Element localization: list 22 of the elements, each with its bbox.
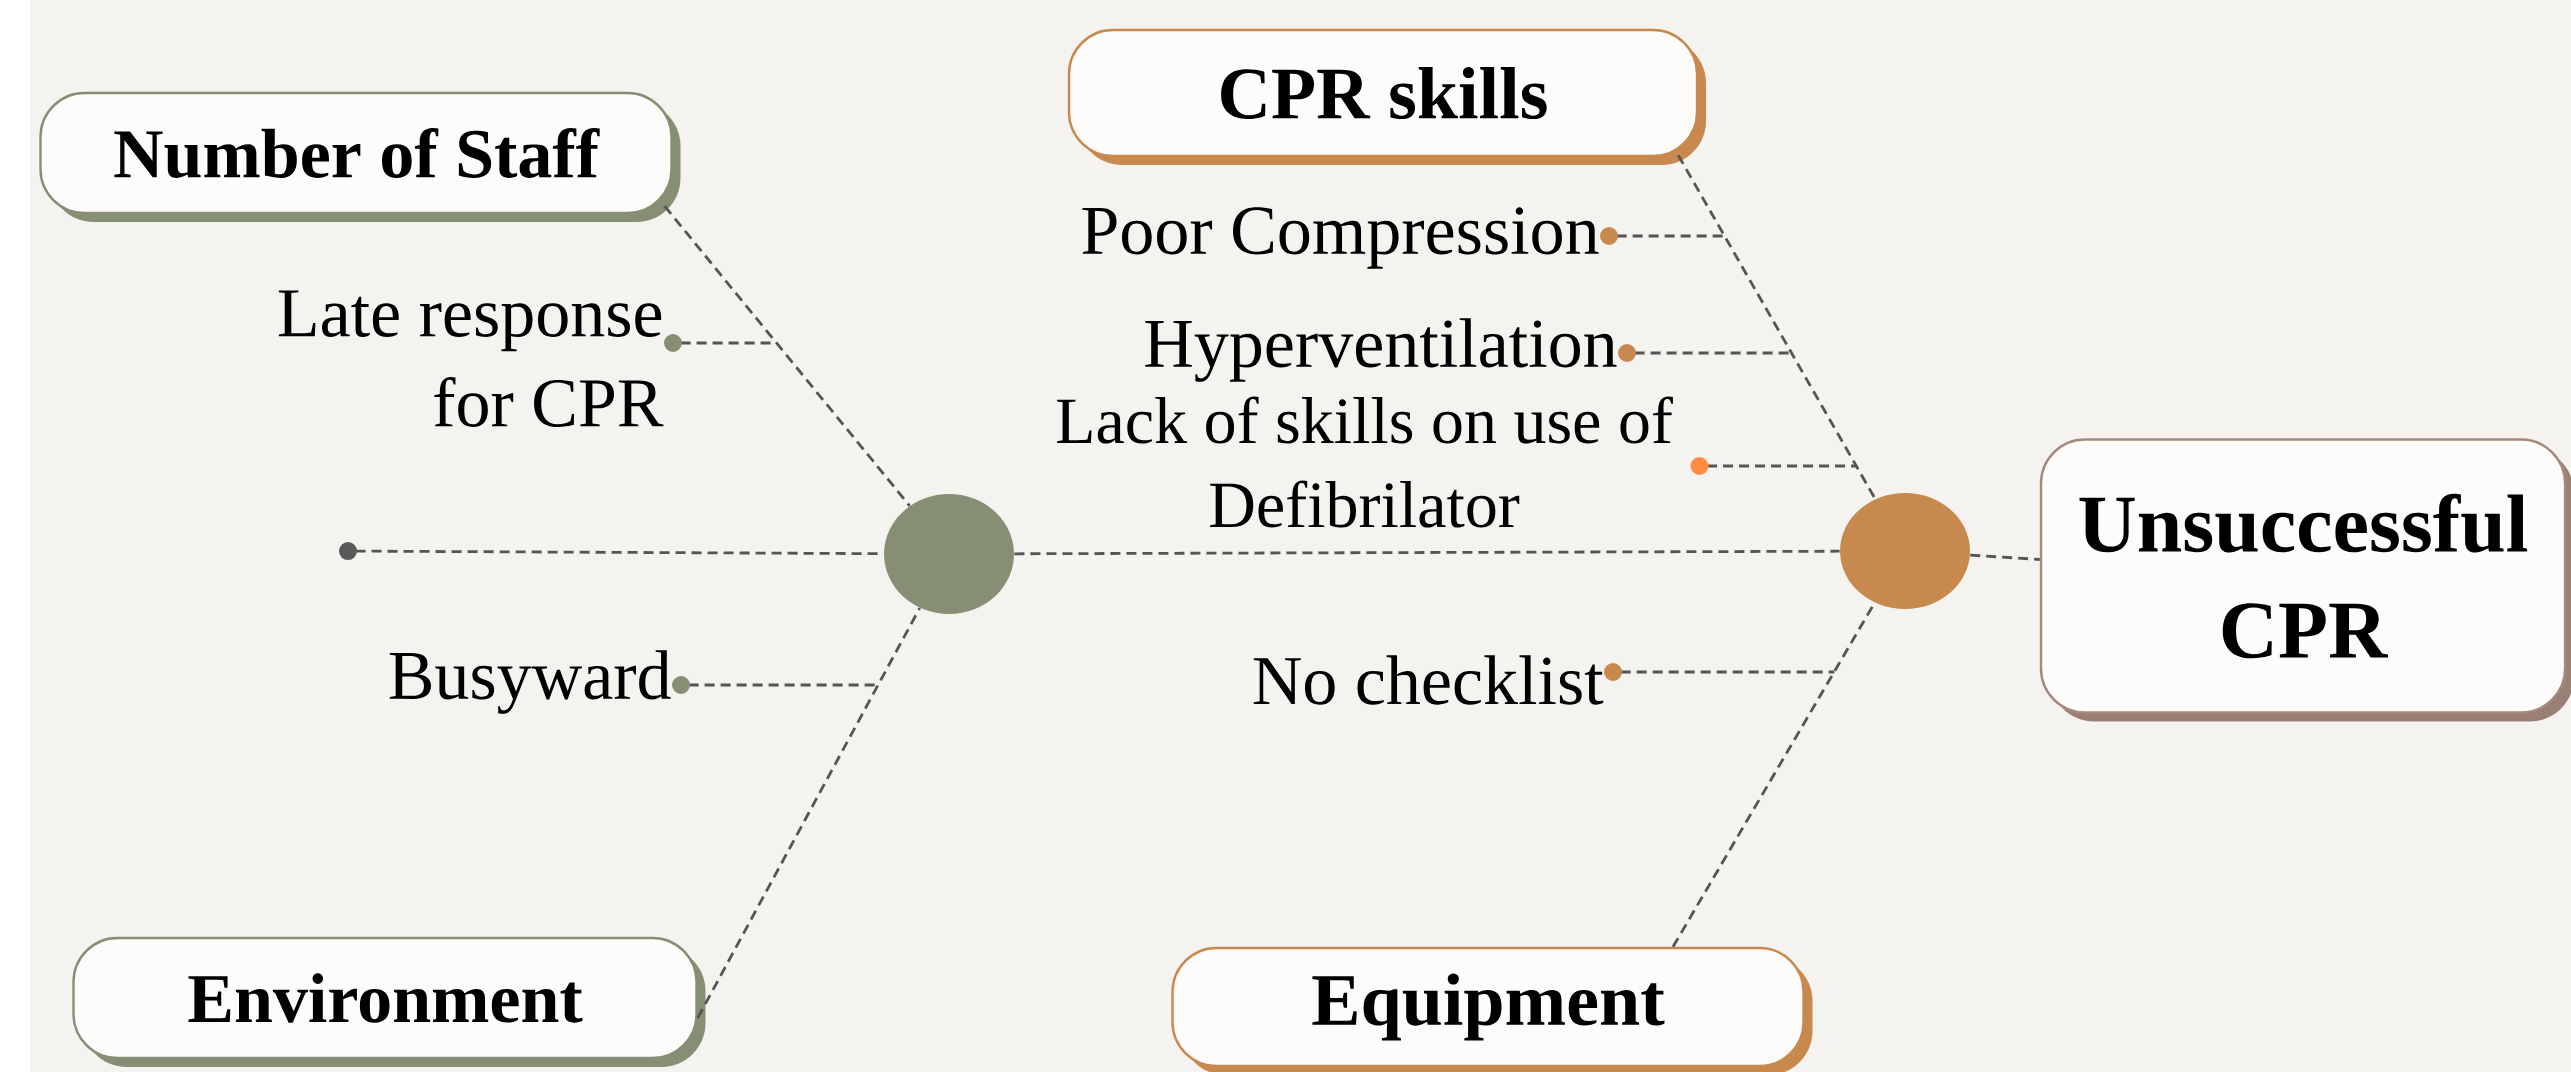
branch-line xyxy=(1600,227,1725,245)
bone-line xyxy=(663,205,911,507)
junction-circle xyxy=(1840,493,1970,609)
cause-label: Late response for CPR xyxy=(278,290,664,427)
cause-label: Busyward xyxy=(389,650,671,714)
junction-circle xyxy=(884,494,1014,614)
branch-line xyxy=(1604,663,1835,681)
cause-label: Hyperventilation xyxy=(1145,318,1617,382)
cause-label: Poor Compression xyxy=(1082,207,1599,269)
cause-label: No checklist xyxy=(1253,655,1604,705)
category-box: Unsuccessful CPR xyxy=(2039,438,2571,722)
bone-line xyxy=(1677,154,1877,500)
category-box: Number of Staff xyxy=(39,91,681,222)
branch-line xyxy=(1618,344,1792,362)
bone-line xyxy=(1970,553,2040,561)
category-box: Environment xyxy=(72,936,706,1067)
branch-line xyxy=(1690,457,1857,475)
category-box: Equipment xyxy=(1171,946,1813,1072)
branch-line xyxy=(672,676,878,694)
bone-line xyxy=(1014,549,1840,556)
category-box: CPR skills xyxy=(1067,28,1706,165)
cause-label: Lack of skills on use of Defibrilator xyxy=(1057,396,1673,528)
